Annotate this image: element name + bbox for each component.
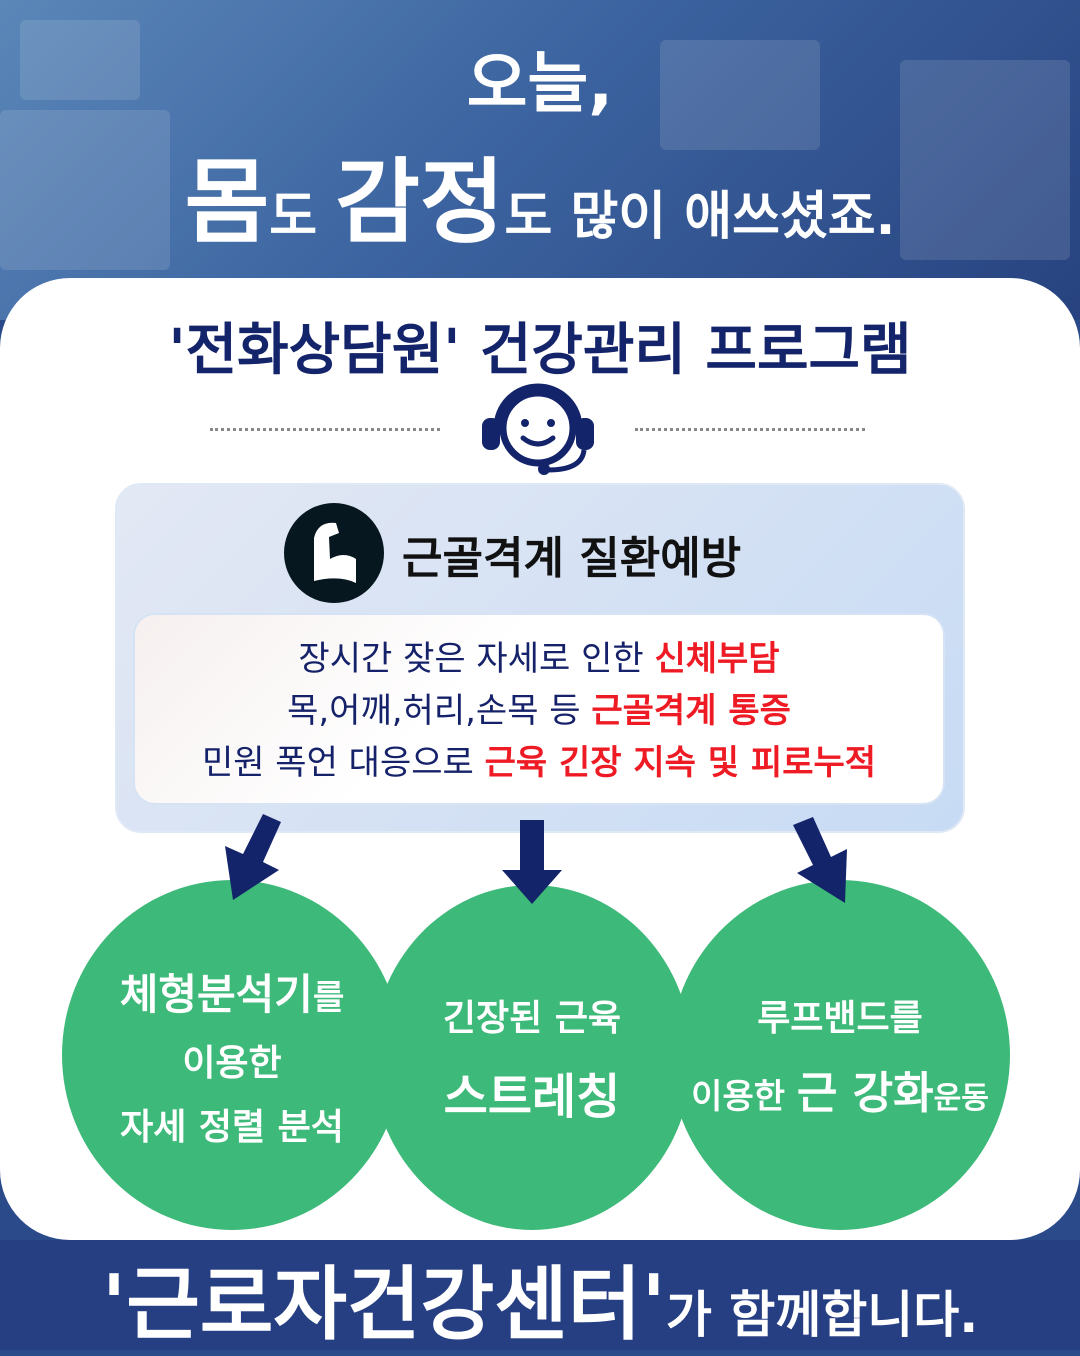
panel-title: 근골격계 질환예방 xyxy=(402,533,742,584)
divider xyxy=(210,428,440,432)
arrow-down-right-icon xyxy=(793,817,847,903)
program-circle-posture: 체형분석기를 이용한 자세 정렬 분석 xyxy=(62,880,402,1230)
hero-background xyxy=(0,0,1080,320)
program-circle-stretching: 긴장된 근육 스트레칭 xyxy=(372,885,692,1230)
program-circle-strength: 루프밴드를 이용한 근 강화운동 xyxy=(670,880,1010,1230)
symptoms-box: 장시간 잦은 자세로 인한 신체부담 목,어깨,허리,손목 등 근골격계 통증 … xyxy=(133,613,945,805)
program-title: '전화상담원' 건강관리 프로그램 xyxy=(168,318,912,383)
headline-line1: 오늘, xyxy=(466,45,614,122)
symptom-line: 장시간 잦은 자세로 인한 신체부담 xyxy=(298,639,780,679)
headline-line2: 몸도 감정도 많이 애쓰셨죠. xyxy=(184,149,896,256)
arrow-down-icon xyxy=(502,820,562,904)
arrow-down-left-icon xyxy=(225,814,281,900)
symptom-line: 목,어깨,허리,손목 등 근골격계 통증 xyxy=(287,691,791,731)
muscle-arm-icon xyxy=(284,503,384,603)
divider xyxy=(635,428,865,432)
headset-agent-icon xyxy=(482,383,594,475)
footer-banner: '근로자건강센터'가 함께합니다. xyxy=(0,1240,1080,1351)
symptom-line: 민원 폭언 대응으로 근육 긴장 지속 및 피로누적 xyxy=(201,743,877,783)
